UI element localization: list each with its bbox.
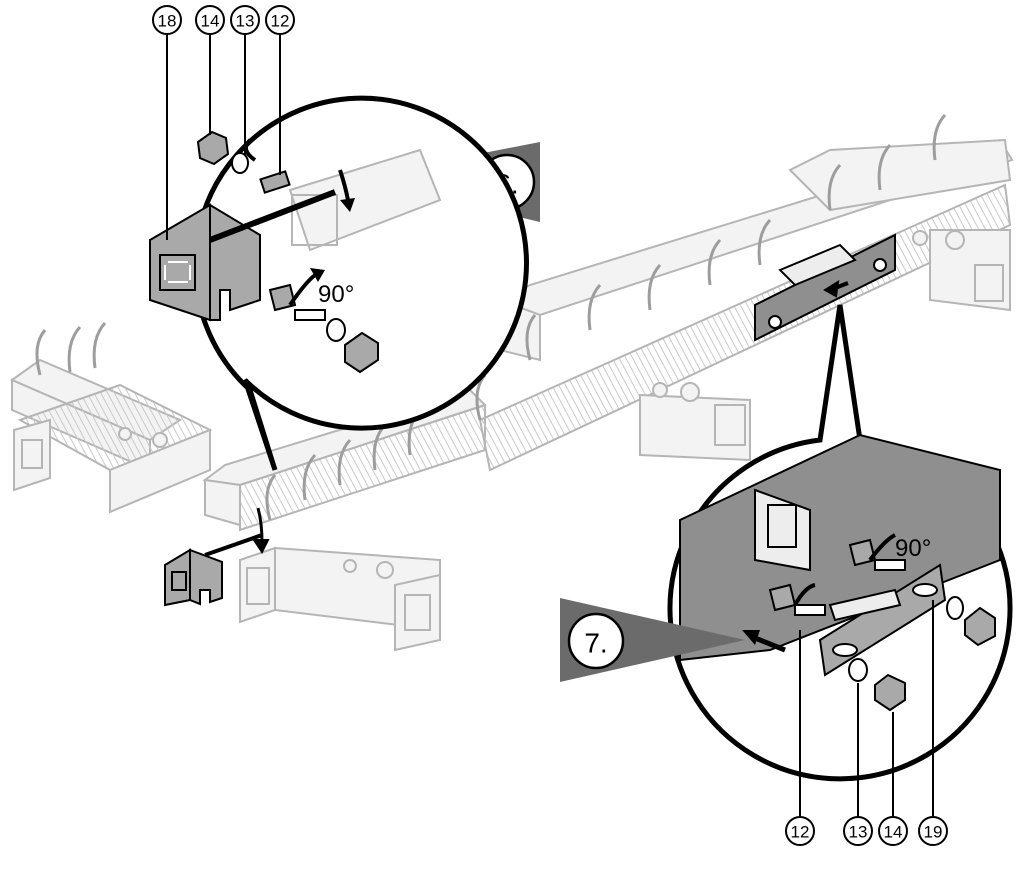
callout-14-bottom: 14 bbox=[878, 816, 908, 846]
rotation-angle-bottom: 90° bbox=[895, 535, 931, 562]
svg-text:14: 14 bbox=[884, 823, 903, 842]
svg-text:18: 18 bbox=[158, 12, 177, 31]
callouts-top: 18 14 13 12 bbox=[152, 5, 295, 240]
step-7-badge bbox=[567, 612, 625, 670]
callouts-bottom: 12 13 14 19 bbox=[785, 600, 948, 846]
callout-19: 19 bbox=[918, 816, 948, 846]
svg-text:14: 14 bbox=[201, 12, 220, 31]
pipe-clamps bbox=[35, 113, 947, 521]
callout-12-top: 12 bbox=[265, 5, 295, 35]
svg-text:12: 12 bbox=[271, 12, 290, 31]
step-7-pointer: 7. bbox=[560, 598, 745, 682]
hardware-parts-top bbox=[196, 130, 379, 374]
svg-text:13: 13 bbox=[236, 12, 255, 31]
callout-14-top: 14 bbox=[195, 5, 225, 35]
rail-segment-left bbox=[9, 358, 213, 514]
connector-plate-installed bbox=[754, 233, 896, 342]
insert-arrow-top bbox=[244, 138, 350, 307]
detail-circle-top: 90° bbox=[149, 95, 529, 471]
svg-text:12: 12 bbox=[791, 823, 810, 842]
callout-13-bottom: 13 bbox=[843, 816, 873, 846]
detail-circle-bottom: 90° bbox=[667, 304, 1013, 782]
callout-18: 18 bbox=[152, 5, 182, 35]
mounting-rails-background bbox=[9, 113, 1014, 652]
rotation-angle-top: 90° bbox=[318, 281, 354, 308]
rail-segment-right bbox=[478, 138, 1014, 472]
callout-12-bottom: 12 bbox=[785, 816, 815, 846]
bracket-placement-small bbox=[164, 507, 270, 607]
svg-text:13: 13 bbox=[849, 823, 868, 842]
step-7-label: 7. bbox=[584, 628, 607, 659]
insert-arrow-bottom bbox=[793, 533, 896, 606]
callout-13-top: 13 bbox=[230, 5, 260, 35]
svg-text:19: 19 bbox=[924, 823, 943, 842]
